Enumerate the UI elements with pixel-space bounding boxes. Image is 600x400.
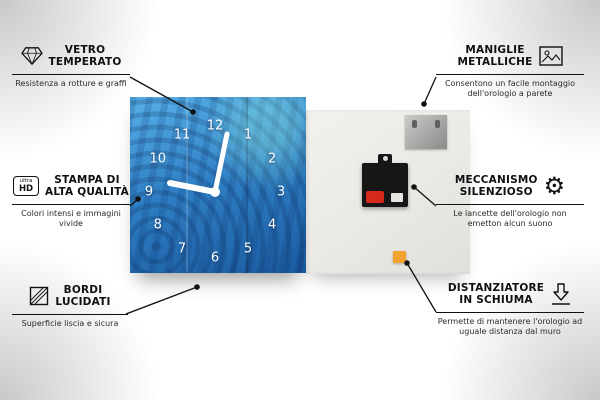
clock-number: 7 xyxy=(177,241,187,257)
foam-spacer xyxy=(393,251,406,263)
callout-subtitle: Permette di mantenere l'orologio ad ugua… xyxy=(437,316,583,337)
clock-number: 1 xyxy=(243,127,253,143)
callout-bordi-lucidati: BORDI LUCIDATI Superficie liscia e sicur… xyxy=(12,284,128,329)
clock-number: 11 xyxy=(173,127,191,143)
callout-distanziatore-schiuma: DISTANZIATORE IN SCHIUMA Permette di man… xyxy=(436,282,584,338)
clock-number: 6 xyxy=(210,250,220,266)
mechanism-hook xyxy=(378,154,392,164)
callout-title: STAMPA DI ALTA QUALITÀ xyxy=(45,174,129,199)
clock-back-panel xyxy=(306,110,470,274)
callout-subtitle: Colori intensi e immagini vivide xyxy=(21,208,121,229)
ultra-hd-icon: ultra HD xyxy=(13,176,40,197)
diamond-icon xyxy=(20,46,43,66)
clock-number: 5 xyxy=(243,241,253,257)
callout-subtitle: Consentono un facile montaggio dell'orol… xyxy=(444,78,576,99)
picture-frame-icon xyxy=(538,46,563,67)
minute-hand xyxy=(212,131,230,195)
clock-number: 4 xyxy=(268,217,277,233)
clock-number: 10 xyxy=(149,151,167,167)
clock-hands xyxy=(167,131,230,197)
gear-icon: ⚙ xyxy=(543,172,566,201)
callout-stampa-alta-qualita: ultra HD STAMPA DI ALTA QUALITÀ Colori i… xyxy=(12,174,130,230)
clock-center-cap xyxy=(210,187,220,197)
clock-number: 12 xyxy=(206,118,224,134)
clock-number: 9 xyxy=(144,184,154,200)
clock-number: 2 xyxy=(268,151,277,167)
callout-title: BORDI LUCIDATI xyxy=(55,284,111,309)
metal-bracket xyxy=(405,115,447,149)
callout-subtitle: Resistenza a rotture e graffi xyxy=(15,78,127,88)
callout-subtitle: Superficie liscia e sicura xyxy=(21,318,119,328)
clock-number: 3 xyxy=(276,184,286,200)
callout-vetro-temperato: VETRO TEMPERATO Resistenza a rotture e g… xyxy=(12,44,130,89)
clock-number: 8 xyxy=(153,217,162,233)
callout-title: DISTANZIATORE IN SCHIUMA xyxy=(447,282,545,307)
polished-edge-icon xyxy=(29,286,49,306)
clock-mechanism xyxy=(362,163,408,207)
mechanism-label xyxy=(391,193,403,202)
battery xyxy=(366,191,384,203)
foam-spacer-arrow-icon xyxy=(550,282,572,306)
callout-title: MANIGLIE METALLICHE xyxy=(457,44,533,69)
hour-hand xyxy=(167,180,218,195)
bracket-hole xyxy=(435,120,440,128)
callout-maniglie-metalliche: MANIGLIE METALLICHE Consentono un facile… xyxy=(436,44,584,100)
callout-title: VETRO TEMPERATO xyxy=(48,44,122,69)
callout-title: MECCANISMO SILENZIOSO xyxy=(454,174,538,199)
callout-subtitle: Le lancette dell'orologio non emetton al… xyxy=(453,208,567,229)
callout-meccanismo-silenzioso: MECCANISMO SILENZIOSO ⚙ Le lancette dell… xyxy=(436,174,584,230)
bracket-hole xyxy=(412,120,417,128)
